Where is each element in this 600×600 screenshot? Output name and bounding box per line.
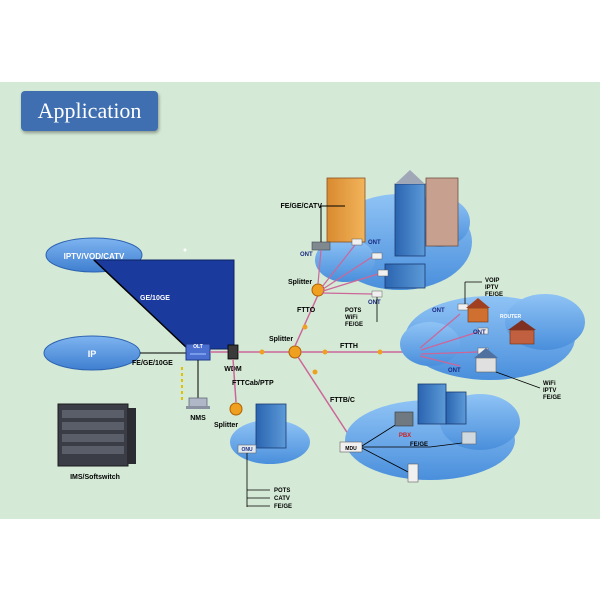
iptv-vod-catv-label: IPTV/VOD/CATV — [64, 252, 125, 261]
fttb-buildings: PBX FE/GE — [394, 383, 477, 483]
ont-label-5: ONT — [473, 330, 486, 336]
olt-panel: GE/10GE — [92, 248, 235, 350]
office-buildings — [326, 170, 459, 289]
nms-device: NMS — [186, 397, 210, 422]
fttcab-splitter-label: Splitter — [214, 422, 238, 429]
page-title: Application — [37, 98, 142, 123]
ftto-service-2: WiFi — [345, 315, 358, 321]
ont-label-3: ONT — [368, 300, 381, 306]
ftto-fiber-lines — [317, 244, 379, 295]
fttcab-services: POTS CATV FE/GE — [246, 453, 292, 510]
ftth-top-services: VOIP IPTV FE/GE — [464, 278, 503, 304]
ftth-top-service-1: VOIP — [485, 278, 499, 284]
ont-label-2: ONT — [368, 240, 381, 246]
diagram-panel: Application IPTV/VOD/CATV GE/10 — [0, 82, 600, 519]
ftto-splitter-label: Splitter — [288, 279, 312, 286]
ftto-ont-devices — [351, 238, 389, 298]
mdu-label: MDU — [345, 446, 357, 452]
ftth-bottom-service-3: FE/GE — [543, 395, 561, 401]
fttcab-ptp-label: FTTCab/PTP — [232, 380, 274, 387]
nms-label: NMS — [190, 415, 206, 422]
ont-label-6: ONT — [448, 368, 461, 374]
fe-ge-10ge-label: FE/GE/10GE — [132, 360, 173, 367]
router-label: ROUTER — [500, 314, 522, 320]
ftto-ont-group: FE/GE/CATV ONT ONT ONT — [281, 203, 381, 306]
ftto-service-1: POTS — [345, 308, 361, 314]
onu-label: ONU — [241, 447, 253, 453]
fttcab-splitter: Splitter — [214, 402, 243, 429]
fttb-fiber — [297, 356, 353, 441]
ftto-fiber — [294, 294, 319, 347]
olt-device: OLT — [185, 343, 211, 361]
fe-ge-catv-label: FE/GE/CATV — [281, 203, 323, 210]
ont-label-1: ONT — [300, 252, 313, 258]
olt-label: OLT — [193, 344, 203, 350]
fttcab-service-3: FE/GE — [274, 504, 292, 510]
ftth-homes: ROUTER ONT ONT ONT — [432, 298, 536, 374]
ftth-bottom-services: WiFi IPTV FE/GE — [495, 371, 561, 401]
pbx-label: PBX — [399, 433, 411, 439]
central-splitter-label: Splitter — [269, 336, 293, 343]
fttcab-service-2: CATV — [274, 496, 290, 502]
ftth-top-service-3: FE/GE — [485, 292, 503, 298]
ftto-services: POTS WiFi FE/GE — [345, 297, 378, 328]
ftth-fiber-lines — [419, 313, 479, 367]
title-box: Application — [21, 91, 158, 131]
ip-label: IP — [88, 349, 97, 359]
mdu-service-1: FE/GE — [410, 442, 428, 448]
ftto-service-3: FE/GE — [345, 322, 363, 328]
fttcab-service-1: POTS — [274, 488, 290, 494]
ftth-label: FTTH — [340, 343, 358, 350]
ims-softswitch-server: IMS/Softswitch — [57, 403, 136, 481]
ftth-bottom-service-2: IPTV — [543, 388, 556, 394]
ftth-top-service-2: IPTV — [485, 285, 498, 291]
fttb-c-label: FTTB/C — [330, 397, 355, 404]
ftth-bottom-service-1: WiFi — [543, 381, 556, 387]
mdu-device: MDU — [339, 441, 363, 453]
ge-10ge-label: GE/10GE — [140, 295, 170, 302]
fttcab-fiber — [232, 358, 237, 403]
central-splitter: Splitter — [269, 336, 302, 359]
network-diagram: IPTV/VOD/CATV GE/10GE IP FE/GE/10GE OLT … — [43, 170, 585, 510]
fiber-markers — [259, 324, 383, 375]
ont-label-4: ONT — [432, 308, 445, 314]
ftto-label: FTTO — [297, 307, 316, 314]
ims-softswitch-label: IMS/Softswitch — [70, 474, 120, 481]
ip-node: IP — [43, 335, 141, 371]
